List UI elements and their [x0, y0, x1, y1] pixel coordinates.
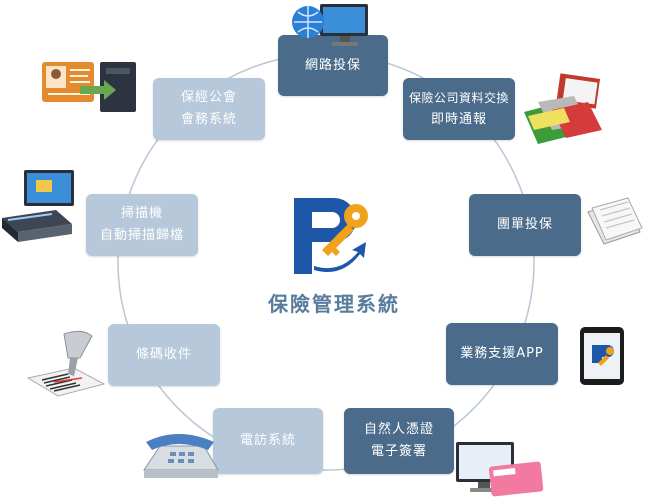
- node-line: 條碼收件: [135, 347, 192, 362]
- node-e-signature[interactable]: 自然人憑證 電子簽署: [344, 408, 454, 474]
- tablet-icon: [580, 327, 624, 385]
- center-title: 保險管理系統: [268, 292, 400, 316]
- id-card-computer-icon: [42, 62, 136, 112]
- node-data-exchange[interactable]: 保險公司資料交換 即時通報: [403, 78, 515, 140]
- node-line: 業務支援APP: [460, 346, 544, 361]
- node-line: 網路投保: [304, 57, 361, 73]
- node-line: 自然人憑證: [363, 422, 434, 437]
- node-line: 電子簽署: [370, 444, 427, 459]
- node-group-insure[interactable]: 團單投保: [469, 194, 581, 256]
- scanner-icon: [2, 170, 74, 242]
- documents-icon: [587, 197, 643, 245]
- node-line: 團單投保: [496, 217, 553, 232]
- node-line: 保險公司資料交換: [408, 91, 509, 105]
- node-line: 自動掃描歸檔: [99, 228, 184, 243]
- barcode-scanner-icon: [26, 330, 106, 397]
- node-scan-archive[interactable]: 掃描機 自動掃描歸檔: [86, 194, 198, 256]
- folders-icon: [524, 73, 602, 144]
- telephone-icon: [143, 434, 219, 478]
- globe-monitor-icon: [292, 4, 368, 46]
- node-line: 掃描機: [120, 206, 163, 221]
- node-line: 會務系統: [180, 112, 237, 127]
- node-app-support[interactable]: 業務支援APP: [446, 323, 558, 385]
- node-phone-visit[interactable]: 電訪系統: [213, 408, 323, 474]
- logo-icon: [294, 198, 368, 274]
- node-line: 保經公會: [180, 90, 237, 105]
- card-monitor-icon: [456, 442, 544, 497]
- node-line: 即時通報: [430, 112, 487, 127]
- node-association[interactable]: 保經公會 會務系統: [153, 78, 265, 140]
- node-line: 電訪系統: [239, 433, 296, 448]
- node-barcode[interactable]: 條碼收件: [108, 324, 220, 386]
